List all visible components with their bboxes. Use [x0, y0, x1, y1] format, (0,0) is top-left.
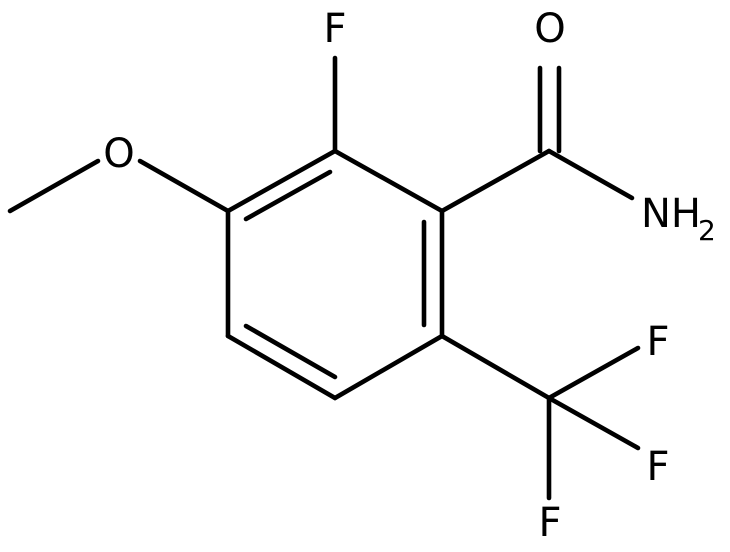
ring-bond-c4-c5 [225, 333, 338, 401]
atom-label-cf3-fluorine-1: F [646, 319, 669, 365]
bond-cf3-fluorine-2 [546, 395, 641, 451]
bond-cf3-fluorine-1 [546, 345, 641, 401]
bond-c1-carbonyl-carbon [439, 148, 552, 214]
atom-label-cf3-fluorine-2: F [646, 444, 669, 490]
atom-label-fluorine-aromatic: F [323, 6, 346, 52]
bond-methoxy-oxygen-methyl [7, 158, 101, 214]
bond-carbonyl-carbon-nitrogen [546, 148, 635, 201]
atom-label-amide-nitrogen: NH [641, 191, 701, 237]
ring-bond-c4-c5-inner [243, 323, 338, 380]
atom-label-oxygen-carbonyl: O [534, 6, 565, 52]
bond-c3-methoxy-oxygen [137, 158, 231, 214]
ring-bond-c5-c6 [332, 333, 445, 401]
atom-label-cf3-fluorine-3: F [538, 500, 561, 546]
bond-c6-cf3-carbon [439, 333, 552, 401]
atom-label-oxygen-methoxy: O [103, 131, 134, 177]
ring-bond-c1-c2 [332, 148, 445, 214]
atom-label-amide-nitrogen-subscript: 2 [698, 214, 716, 247]
ring-bond-c2-c3-inner [243, 169, 333, 222]
ring-bond-c2-c3 [225, 148, 338, 214]
